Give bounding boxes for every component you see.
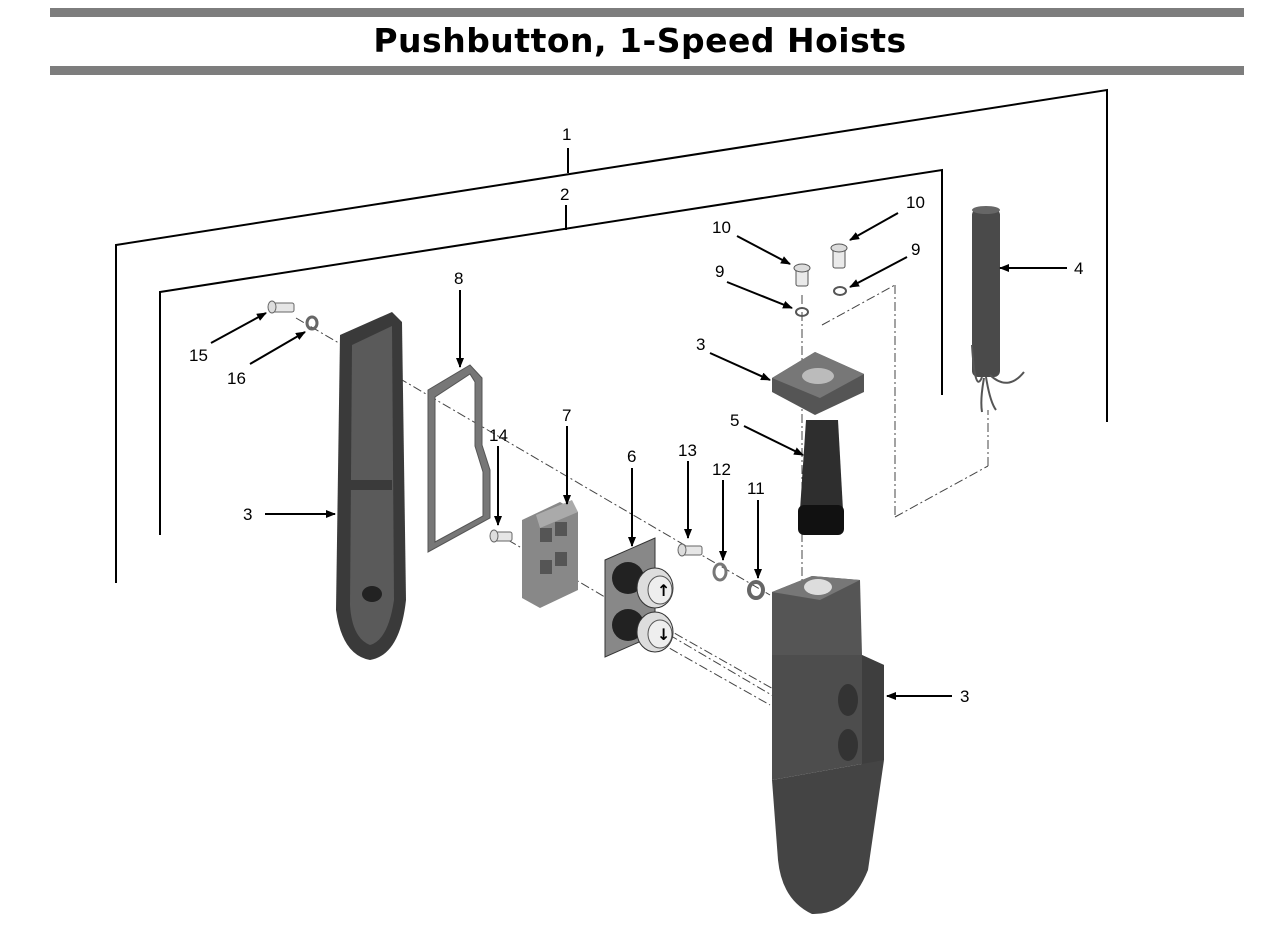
page-title: Pushbutton, 1-Speed Hoists [373,21,907,60]
svg-text:↓: ↓ [657,625,670,644]
callout-16: 16 [227,369,246,388]
callout-12: 12 [712,460,731,479]
callout-15: 15 [189,346,208,365]
callout-10-right: 10 [906,193,925,212]
callout-7: 7 [562,406,571,425]
top-screws-washers [793,243,848,317]
callout-5: 5 [730,411,739,430]
leader-arrows [210,212,1067,700]
strain-relief-boot [798,420,844,535]
callout-1: 1 [562,125,571,144]
callout-4: 4 [1074,259,1083,278]
bracket-assembly-1 [115,88,1108,583]
callout-3-left: 3 [243,505,252,524]
callout-13: 13 [678,441,697,460]
callout-labels: 1 2 10 10 9 9 4 3 5 8 7 6 14 13 12 11 15… [189,125,1083,706]
header-rule-bottom [50,66,1244,75]
contact-block [522,500,578,608]
small-hardware [677,543,765,600]
callout-10-left: 10 [712,218,731,237]
callout-2: 2 [560,185,569,204]
gasket [427,364,491,553]
housing-back-half [336,312,406,660]
callout-3-cap: 3 [696,335,705,354]
bracket-assembly-2 [159,168,943,535]
housing-front-half [772,576,884,915]
screw-14 [489,529,513,543]
callout-11: 11 [747,479,765,498]
svg-text:↑: ↑ [657,581,670,600]
callout-9-left: 9 [715,262,724,281]
pushbutton-assembly: ↑ ↓ [604,537,674,658]
pendant-cable [971,206,1025,413]
callout-6: 6 [627,447,636,466]
screw-15-washer-16 [267,300,319,331]
housing-cap [772,352,864,415]
callout-8: 8 [454,269,463,288]
callout-9-right: 9 [911,240,920,259]
callout-14: 14 [489,426,508,445]
callout-3-right: 3 [960,687,969,706]
header-rule-top [50,8,1244,17]
